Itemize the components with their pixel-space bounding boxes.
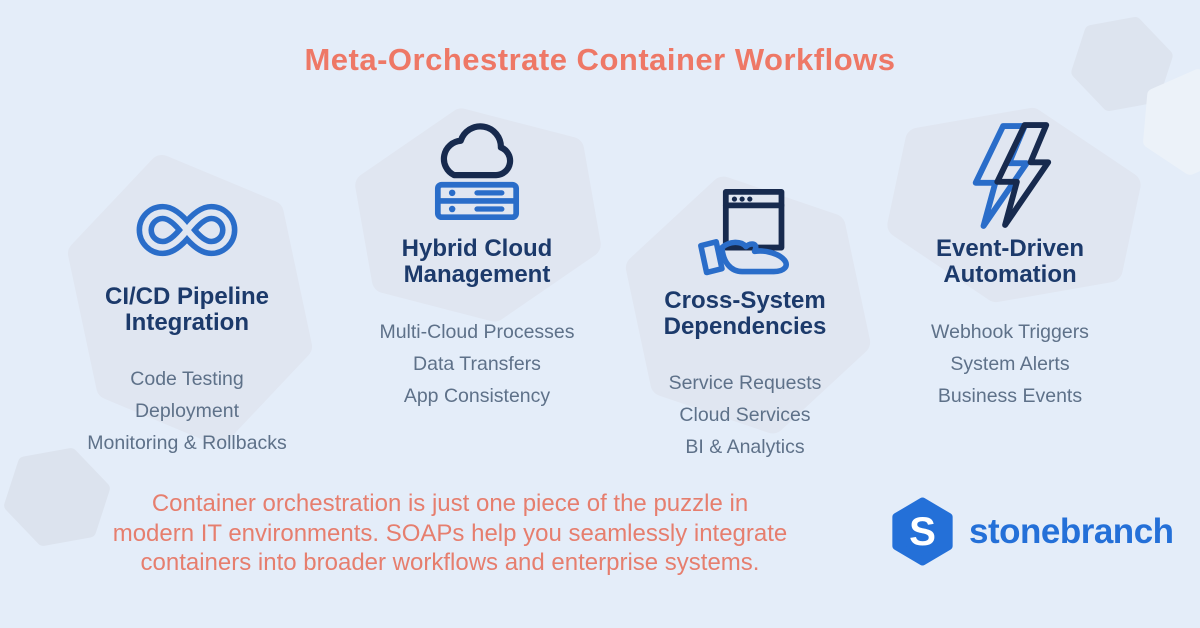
column-item: Business Events <box>937 385 1083 407</box>
column-item: Webhook Triggers <box>931 321 1089 343</box>
column-heading: Hybrid Cloud Management <box>401 235 553 288</box>
column-item-list: Service Requests Cloud Services BI & Ana… <box>610 367 880 463</box>
hexagon-decoration <box>67 154 313 446</box>
stonebranch-wordmark: stonebranch <box>969 511 1174 551</box>
column-item-list: Multi-Cloud Processes Data Transfers App… <box>342 316 612 412</box>
window-hand-icon <box>610 188 880 286</box>
column-item: Code Testing <box>130 368 244 390</box>
column-heading: CI/CD Pipeline Integration <box>104 283 270 336</box>
hexagon-decoration <box>4 448 110 546</box>
hexagon-decoration <box>1071 17 1173 111</box>
footer-text: Container orchestration is just one piec… <box>45 489 855 578</box>
hexagon-decoration <box>887 107 1141 303</box>
brand-monogram: S <box>909 509 936 554</box>
hexagon-s-icon: S <box>892 497 953 566</box>
column-item: App Consistency <box>403 385 551 407</box>
column-item: Service Requests <box>668 372 822 394</box>
column-item: System Alerts <box>950 353 1070 375</box>
lightning-bolt-icon <box>875 120 1145 230</box>
column-item: Deployment <box>134 400 240 422</box>
column-item: Data Transfers <box>413 353 541 375</box>
column-heading: Cross-System Dependencies <box>663 287 827 340</box>
cloud-server-icon <box>342 114 612 221</box>
hexagon-decoration <box>1143 69 1200 175</box>
column-item: Multi-Cloud Processes <box>379 321 575 343</box>
footer-line: Container orchestration is just one piec… <box>151 490 749 517</box>
column-item: Monitoring & Rollbacks <box>87 432 287 454</box>
column-item-list: Webhook Triggers System Alerts Business … <box>875 316 1145 412</box>
column-item: Cloud Services <box>679 404 811 426</box>
footer-line: containers into broader workflows and en… <box>140 549 760 576</box>
feature-column-event-driven: Event-Driven Automation Webhook Triggers… <box>875 120 1145 412</box>
footer-line: modern IT environments. SOAPs help you s… <box>112 519 788 547</box>
feature-column-cross-system: Cross-System Dependencies Service Reques… <box>610 188 880 463</box>
hexagon-decoration <box>625 176 871 434</box>
stonebranch-logo: S stonebranch <box>889 496 1174 567</box>
feature-column-hybrid-cloud: Hybrid Cloud Management Multi-Cloud Proc… <box>342 114 612 412</box>
column-item-list: Code Testing Deployment Monitoring & Rol… <box>52 363 322 459</box>
page-title: Meta-Orchestrate Container Workflows <box>304 42 896 77</box>
infinity-loop-icon <box>52 198 322 262</box>
column-item: BI & Analytics <box>685 436 805 458</box>
column-heading: Event-Driven Automation <box>935 235 1085 288</box>
feature-column-cicd: CI/CD Pipeline Integration Code Testing … <box>52 198 322 459</box>
